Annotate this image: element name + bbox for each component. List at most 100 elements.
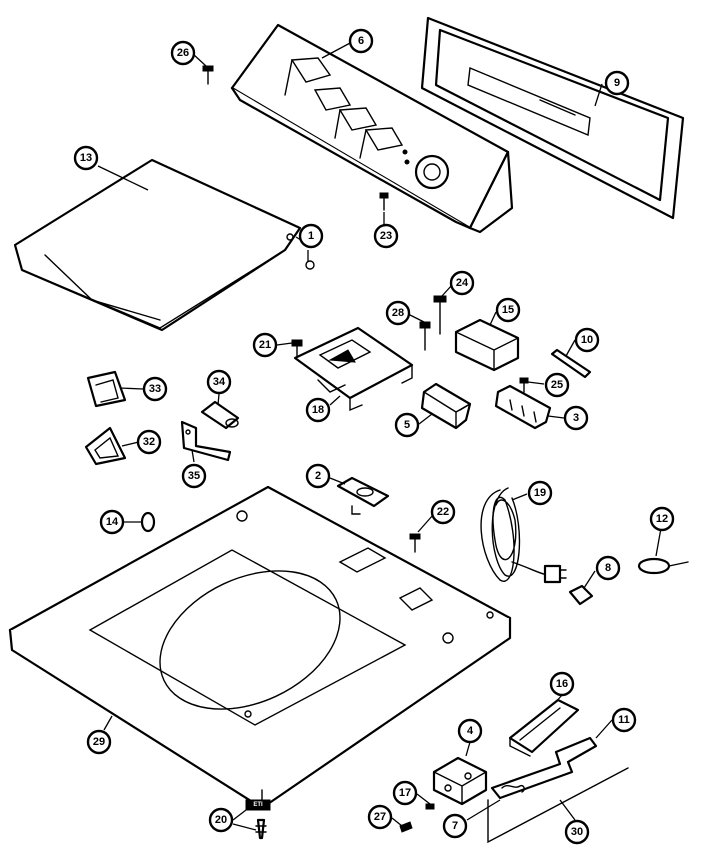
callout-32: 32 (136, 429, 162, 455)
callout-26: 26 (170, 40, 196, 66)
part-4-switch (432, 756, 488, 806)
part-34-spacer (200, 400, 240, 430)
part-32-foot (84, 426, 127, 466)
callout-21: 21 (252, 332, 278, 358)
callout-20: 20 (208, 807, 234, 833)
part-19-power-cord (480, 487, 567, 584)
callout-25: 25 (544, 372, 570, 398)
part-12-ring (637, 557, 689, 575)
part-22-screw (409, 533, 421, 553)
callout-28-label: 28 (392, 307, 404, 319)
callout-15-label: 15 (502, 304, 514, 316)
callout-35-label: 35 (188, 470, 200, 482)
part-30-spring (487, 767, 629, 844)
callout-1: 1 (298, 223, 324, 249)
leader-lines (97, 41, 662, 831)
callout-22: 22 (430, 499, 456, 525)
callout-13: 13 (73, 145, 99, 171)
callout-19-label: 19 (534, 487, 546, 499)
callout-12-label: 12 (656, 513, 668, 525)
part-9-control-panel-overlay (420, 16, 685, 220)
part-18-bracket (293, 326, 414, 412)
callout-2: 2 (305, 463, 331, 489)
part-17-screw (425, 803, 435, 810)
callout-33: 33 (142, 376, 168, 402)
callout-1-label: 1 (308, 230, 314, 242)
callout-15: 15 (495, 297, 521, 323)
callout-14-label: 14 (106, 516, 119, 528)
callout-18: 18 (305, 397, 331, 423)
callout-24: 24 (449, 270, 475, 296)
callout-3: 3 (563, 405, 589, 431)
part-23-screw (379, 192, 389, 211)
callout-29-label: 29 (93, 736, 105, 748)
callout-2-label: 2 (315, 470, 321, 482)
callout-17: 17 (392, 780, 418, 806)
part-14-grommet (140, 511, 156, 533)
callout-25-label: 25 (551, 379, 563, 391)
callout-20-label: 20 (215, 814, 227, 826)
callout-30: 30 (564, 819, 590, 845)
callout-27-label: 27 (374, 811, 386, 823)
callout-7: 7 (442, 813, 468, 839)
callout-27: 27 (367, 804, 393, 830)
callout-33-label: 33 (149, 383, 161, 395)
part-29-top (8, 485, 512, 810)
part-13-lid (13, 158, 315, 332)
callout-7-label: 7 (452, 820, 458, 832)
callout-26-label: 26 (177, 47, 189, 59)
callout-10-label: 10 (581, 334, 593, 346)
part-33-foot (86, 370, 127, 408)
callout-11-label: 11 (618, 714, 630, 726)
callout-6: 6 (348, 28, 374, 54)
callout-30-label: 30 (571, 826, 583, 838)
callout-18-label: 18 (312, 404, 324, 416)
part-21-screw (291, 339, 303, 357)
callout-16: 16 (549, 671, 575, 697)
callout-11: 11 (611, 707, 637, 733)
part-26-screw (202, 65, 214, 85)
part-2-mount (336, 476, 390, 515)
part-25-screw (519, 377, 529, 393)
callout-4: 4 (457, 718, 483, 744)
callout-23: 23 (373, 223, 399, 249)
part-20-screw: ETI (245, 799, 271, 840)
part-11-rod (490, 736, 598, 800)
callout-12: 12 (649, 506, 675, 532)
part-3-terminal-block (494, 384, 552, 430)
callout-28: 28 (385, 300, 411, 326)
part-35-bracket (180, 420, 232, 462)
callout-8: 8 (595, 555, 621, 581)
part-8-plug (568, 584, 594, 606)
callout-16-label: 16 (556, 678, 568, 690)
part-10-fuse (550, 348, 592, 379)
callout-34: 34 (206, 369, 232, 395)
part-28-screw (419, 321, 431, 351)
part-5-relay (420, 382, 472, 430)
callout-19: 19 (527, 480, 553, 506)
callout-5: 5 (394, 412, 420, 438)
callout-8-label: 8 (605, 562, 611, 574)
callout-22-label: 22 (437, 506, 449, 518)
part-24-screw (433, 295, 447, 335)
callout-10: 10 (574, 327, 600, 353)
part-16-bracket (508, 698, 580, 757)
callout-23-label: 23 (380, 230, 392, 242)
callout-3-label: 3 (573, 412, 579, 424)
callout-13-label: 13 (80, 152, 92, 164)
callout-32-label: 32 (143, 436, 155, 448)
callout-6-label: 6 (358, 35, 364, 47)
callout-5-label: 5 (404, 419, 410, 431)
callout-34-label: 34 (213, 376, 226, 388)
callout-14: 14 (99, 509, 125, 535)
callout-4-label: 4 (467, 725, 474, 737)
part-7-clip (501, 784, 525, 793)
callout-29: 29 (86, 729, 112, 755)
callout-21-label: 21 (259, 339, 271, 351)
callout-17-label: 17 (399, 787, 411, 799)
callout-9-label: 9 (614, 77, 620, 89)
part-15-lid-switch (454, 318, 520, 372)
part-27-screw (399, 821, 413, 833)
callout-35: 35 (181, 463, 207, 489)
